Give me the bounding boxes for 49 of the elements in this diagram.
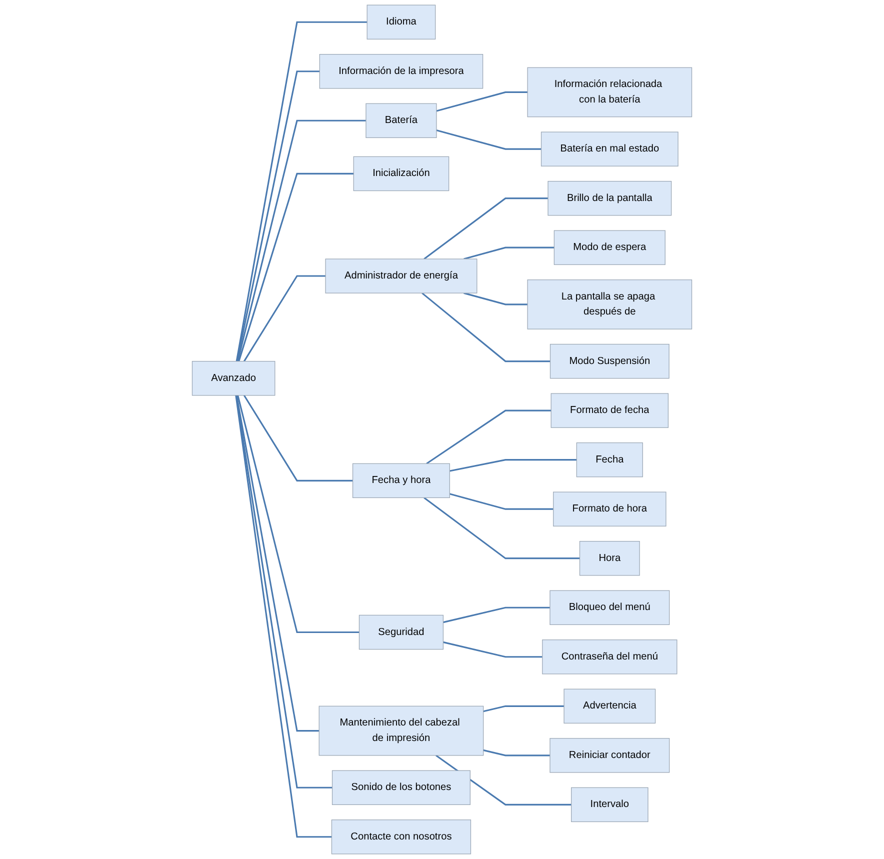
connector — [237, 120, 366, 362]
connector — [236, 395, 320, 732]
connector — [436, 754, 572, 806]
node-box: Modo de espera — [554, 230, 666, 265]
node-box: Administrador de energía — [325, 258, 478, 294]
node-box: Fecha — [576, 442, 643, 478]
connector — [424, 198, 548, 260]
node-box: Contraseña del menú — [542, 640, 678, 674]
node-box: Idioma — [366, 4, 436, 40]
node-box: Avanzado — [192, 360, 276, 396]
node-box: Mantenimiento del cabezal de impresión — [318, 706, 484, 756]
connector — [436, 91, 528, 112]
connector — [464, 246, 554, 260]
connector — [426, 410, 552, 464]
node-box: Batería en mal estado — [540, 132, 678, 166]
node-box: La pantalla se apaga después de — [527, 280, 692, 330]
node-box: Formato de fecha — [550, 393, 669, 428]
connector — [443, 641, 542, 658]
node-box: Batería — [366, 103, 437, 138]
node-box: Intervalo — [571, 787, 648, 822]
connector — [464, 292, 528, 306]
connector — [422, 292, 550, 362]
node-box: Brillo de la pantalla — [548, 180, 672, 216]
connector — [436, 129, 542, 150]
connector — [243, 394, 353, 482]
node-box: Sonido de los botones — [332, 770, 470, 805]
connector — [424, 497, 580, 560]
node-box: Hora — [579, 540, 640, 576]
node-box: Información de la impresora — [319, 54, 484, 89]
node-box: Información relacionada con la batería — [527, 67, 692, 118]
node-box: Inicialización — [353, 156, 450, 192]
node-box: Advertencia — [564, 688, 656, 724]
connector — [443, 606, 550, 624]
node-box: Fecha y hora — [352, 463, 450, 498]
connector — [237, 395, 360, 634]
node-box: Bloqueo del menú — [550, 590, 670, 625]
node-box: Formato de hora — [553, 492, 666, 526]
connector — [483, 705, 564, 712]
node-box: Reiniciar contador — [550, 738, 670, 773]
connector — [483, 749, 550, 756]
connector — [236, 70, 320, 362]
node-box: Modo Suspensión — [550, 344, 670, 379]
node-box: Seguridad — [358, 614, 444, 650]
connector — [238, 172, 354, 362]
node-box: Contacte con nosotros — [331, 820, 472, 854]
connector — [236, 21, 368, 362]
connector — [449, 493, 554, 510]
connector — [243, 275, 326, 362]
connector — [450, 459, 577, 472]
